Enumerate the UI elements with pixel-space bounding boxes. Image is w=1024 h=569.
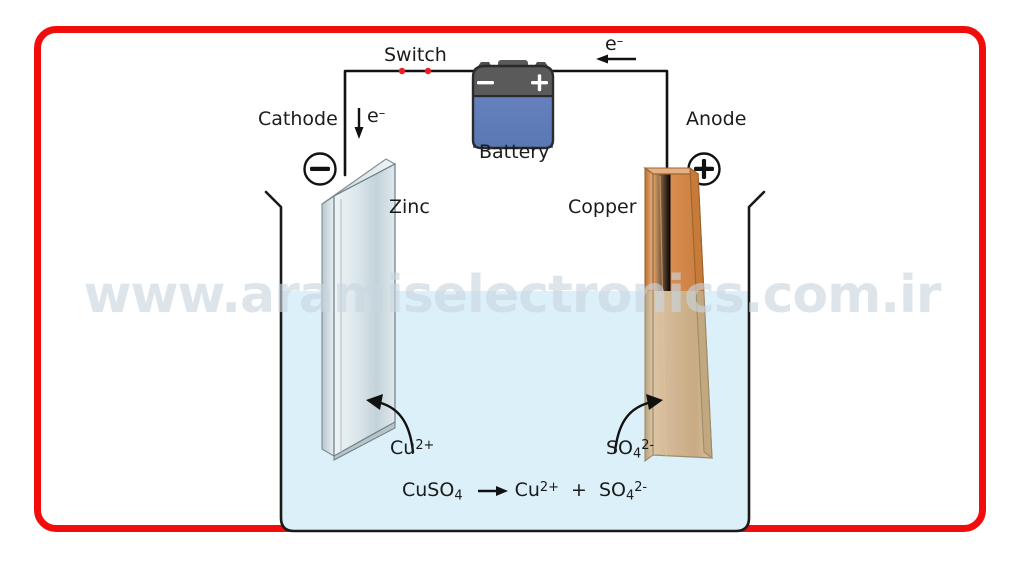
equation-product2: SO (598, 479, 626, 501)
battery-icon[interactable] (471, 60, 555, 150)
electron-charge-left: – (378, 105, 386, 121)
beaker-outline (264, 190, 766, 533)
copper-electrode (643, 166, 713, 463)
anion-subscript: 4 (633, 446, 642, 462)
cation-charge: 2+ (415, 437, 435, 453)
anion-charge: 2- (641, 437, 655, 453)
anion-arrow-icon (613, 394, 663, 454)
equation-reactant-sub: 4 (454, 488, 463, 504)
electrolyte-liquid (281, 291, 749, 531)
electron-charge-right: – (616, 33, 624, 49)
switch-label: Switch (384, 44, 447, 66)
battery-label: Battery (479, 141, 550, 163)
equation-arrow-icon (478, 486, 508, 496)
dissociation-equation: CuSO4 Cu2+ + SO42- (402, 479, 647, 504)
cation-formula: Cu (390, 437, 416, 459)
electron-symbol-right: e (605, 33, 617, 55)
copper-label: Copper (568, 196, 637, 218)
equation-product1-charge: 2+ (539, 479, 559, 495)
switch-contact-dot-right[interactable] (424, 67, 432, 75)
electron-flow-arrow-left (354, 108, 364, 139)
anion-formula: SO (606, 437, 634, 459)
equation-plus: + (570, 479, 587, 501)
equation-product1: Cu (514, 479, 540, 501)
equation-product2-charge: 2- (634, 479, 648, 495)
electron-label-right: e– (605, 33, 623, 55)
cathode-minus-sign-icon (303, 152, 337, 186)
electron-label-left: e– (367, 105, 385, 127)
zinc-electrode (321, 158, 397, 461)
cation-label: Cu2+ (390, 437, 434, 459)
switch-contact-dot-left[interactable] (398, 67, 406, 75)
cation-arrow-icon (366, 394, 415, 454)
cathode-label: Cathode (258, 108, 338, 130)
anode-label: Anode (686, 108, 747, 130)
anion-label: SO42- (606, 437, 654, 462)
electron-symbol-left: e (367, 105, 379, 127)
equation-product2-sub: 4 (625, 488, 635, 504)
zinc-label: Zinc (389, 196, 430, 218)
equation-reactant: CuSO (402, 479, 455, 501)
electron-flow-arrow-right (596, 54, 636, 64)
